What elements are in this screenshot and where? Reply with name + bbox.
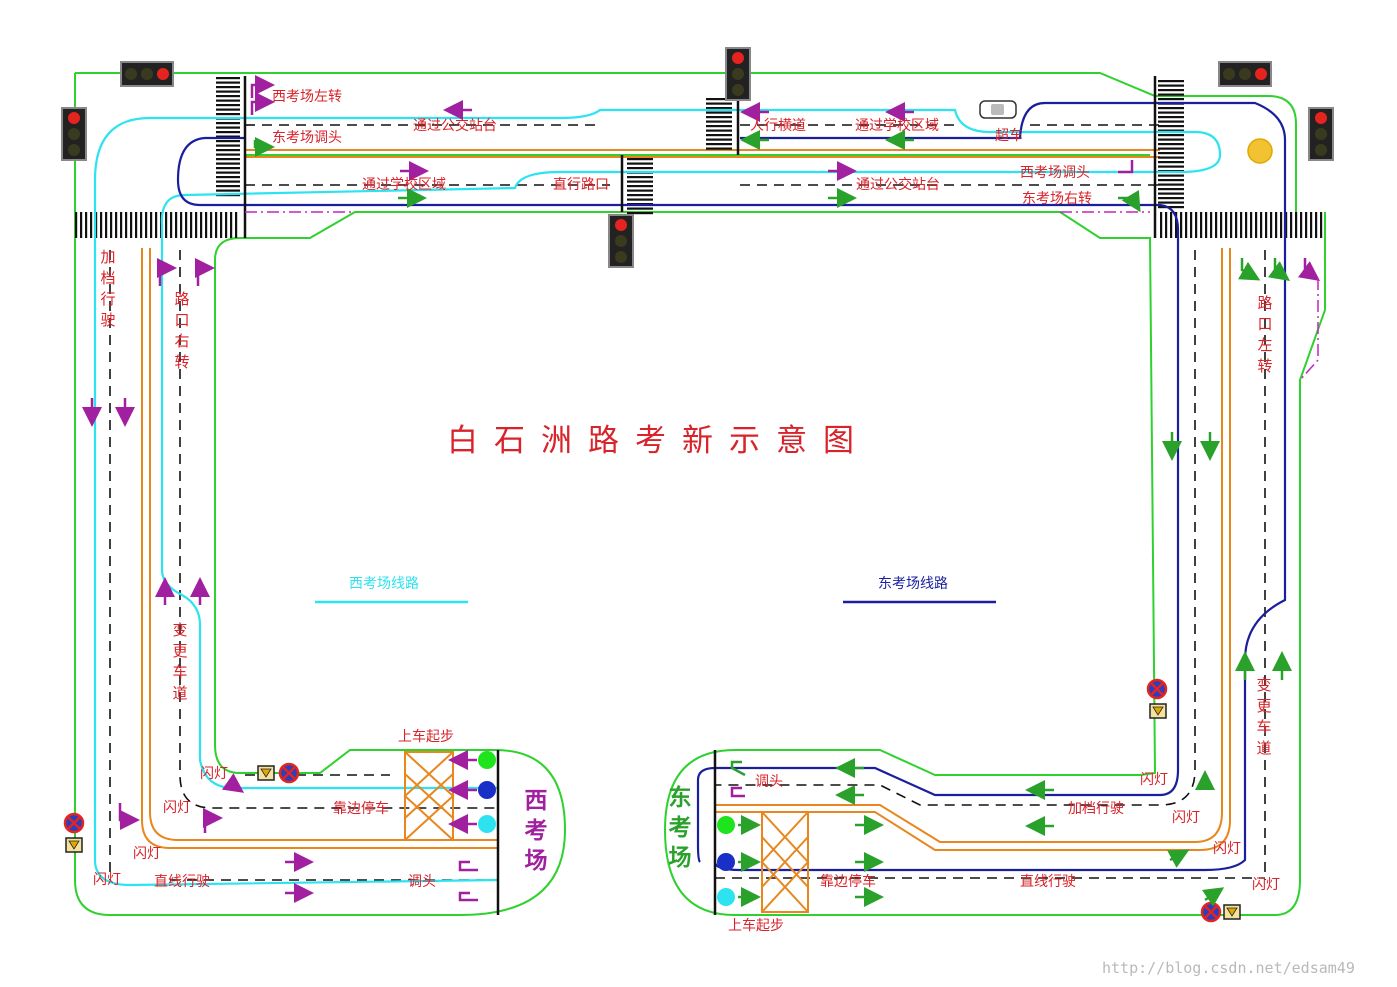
legend-west-label: 西考场线路 <box>349 576 419 592</box>
label-west-blink-4: 闪灯 <box>93 872 121 888</box>
label-west-left-turn: 西考场左转 <box>272 89 342 105</box>
label-east-gear-drive: 加档行驶 <box>1068 801 1124 817</box>
label-west-start: 上车起步 <box>398 728 454 745</box>
traffic-light-icon <box>120 61 174 87</box>
label-east-start: 上车起步 <box>728 917 784 934</box>
label-gear-drive-west: 加档行驶 <box>100 248 115 329</box>
label-east-blink-4: 闪灯 <box>1252 877 1280 893</box>
parking-grid-west <box>403 751 455 841</box>
traffic-light-icon <box>725 47 751 101</box>
watermark: http://blog.csdn.net/edsam49 <box>1102 959 1355 977</box>
car-icon <box>979 100 1017 119</box>
label-west-straight: 直线行驶 <box>154 873 210 890</box>
yellow-marker-icon <box>1247 138 1273 164</box>
label-west-blink-1: 闪灯 <box>200 766 228 782</box>
turn-glyphs <box>118 75 1321 907</box>
orange-lane-lines <box>141 149 1231 851</box>
no-parking-signs <box>63 678 1241 923</box>
east-route-line <box>176 101 1287 872</box>
label-crosswalk: 人行横道 <box>750 118 806 134</box>
label-lane-change-west: 变更车道 <box>172 621 187 702</box>
legend-west: 西考场线路 <box>315 576 468 604</box>
crosswalks <box>75 77 1323 238</box>
no-parking-sign-icon <box>1200 901 1241 923</box>
traffic-lights <box>61 47 1334 268</box>
label-east-uturn-top: 东考场调头 <box>272 130 342 146</box>
label-east-uturn: 调头 <box>755 774 783 790</box>
stop-dots-west <box>478 751 496 833</box>
label-left-turn-east: 路口左转 <box>1257 294 1272 375</box>
parking-grid-east <box>760 811 810 913</box>
label-school-zone-1: 通过学校区域 <box>855 117 939 134</box>
traffic-light-icon <box>608 214 634 268</box>
stop-dots-east <box>717 816 735 906</box>
label-school-zone-2: 通过学校区域 <box>362 176 446 193</box>
legend-east-label: 东考场线路 <box>878 576 948 592</box>
road-boundaries <box>74 72 1326 916</box>
label-east-blink-3: 闪灯 <box>1213 841 1241 857</box>
dash-dot-lines <box>245 211 1319 381</box>
label-west-pull-over: 靠边停车 <box>333 800 389 817</box>
label-overtake: 超车 <box>995 127 1023 144</box>
label-lane-change-east: 变更车道 <box>1256 676 1271 757</box>
label-right-turn-west: 路口右转 <box>174 290 189 371</box>
site-west-name: 西考场 <box>525 788 548 874</box>
label-west-blink-3: 闪灯 <box>133 846 161 862</box>
label-east-right-turn: 东考场右转 <box>1022 191 1092 207</box>
map-title: 白石洲路考新示意图 <box>447 423 870 459</box>
label-west-uturn: 西考场调头 <box>1020 165 1090 181</box>
label-bus-stop-2: 通过公交站台 <box>856 176 940 193</box>
label-east-straight: 直线行驶 <box>1020 873 1076 890</box>
label-east-blink-1: 闪灯 <box>1140 772 1168 788</box>
west-route-line <box>93 108 1222 887</box>
label-west-uturn: 调头 <box>408 874 436 890</box>
traffic-light-icon <box>61 107 87 161</box>
label-west-blink-2: 闪灯 <box>163 800 191 816</box>
traffic-light-icon <box>1218 61 1272 87</box>
label-straight-intersection: 直行路口 <box>553 176 609 193</box>
traffic-light-icon <box>1308 107 1334 161</box>
label-bus-stop-1: 通过公交站台 <box>413 117 497 134</box>
label-east-pull-over: 靠边停车 <box>820 873 876 890</box>
no-parking-sign-icon <box>1146 678 1168 719</box>
label-east-blink-2: 闪灯 <box>1172 810 1200 826</box>
site-east-name: 东考场 <box>669 784 692 871</box>
no-parking-sign-icon <box>257 762 300 784</box>
direction-arrows <box>82 100 1292 907</box>
stop-lines <box>243 76 1157 915</box>
legend-east: 东考场线路 <box>843 576 996 604</box>
no-parking-sign-icon <box>63 812 85 853</box>
